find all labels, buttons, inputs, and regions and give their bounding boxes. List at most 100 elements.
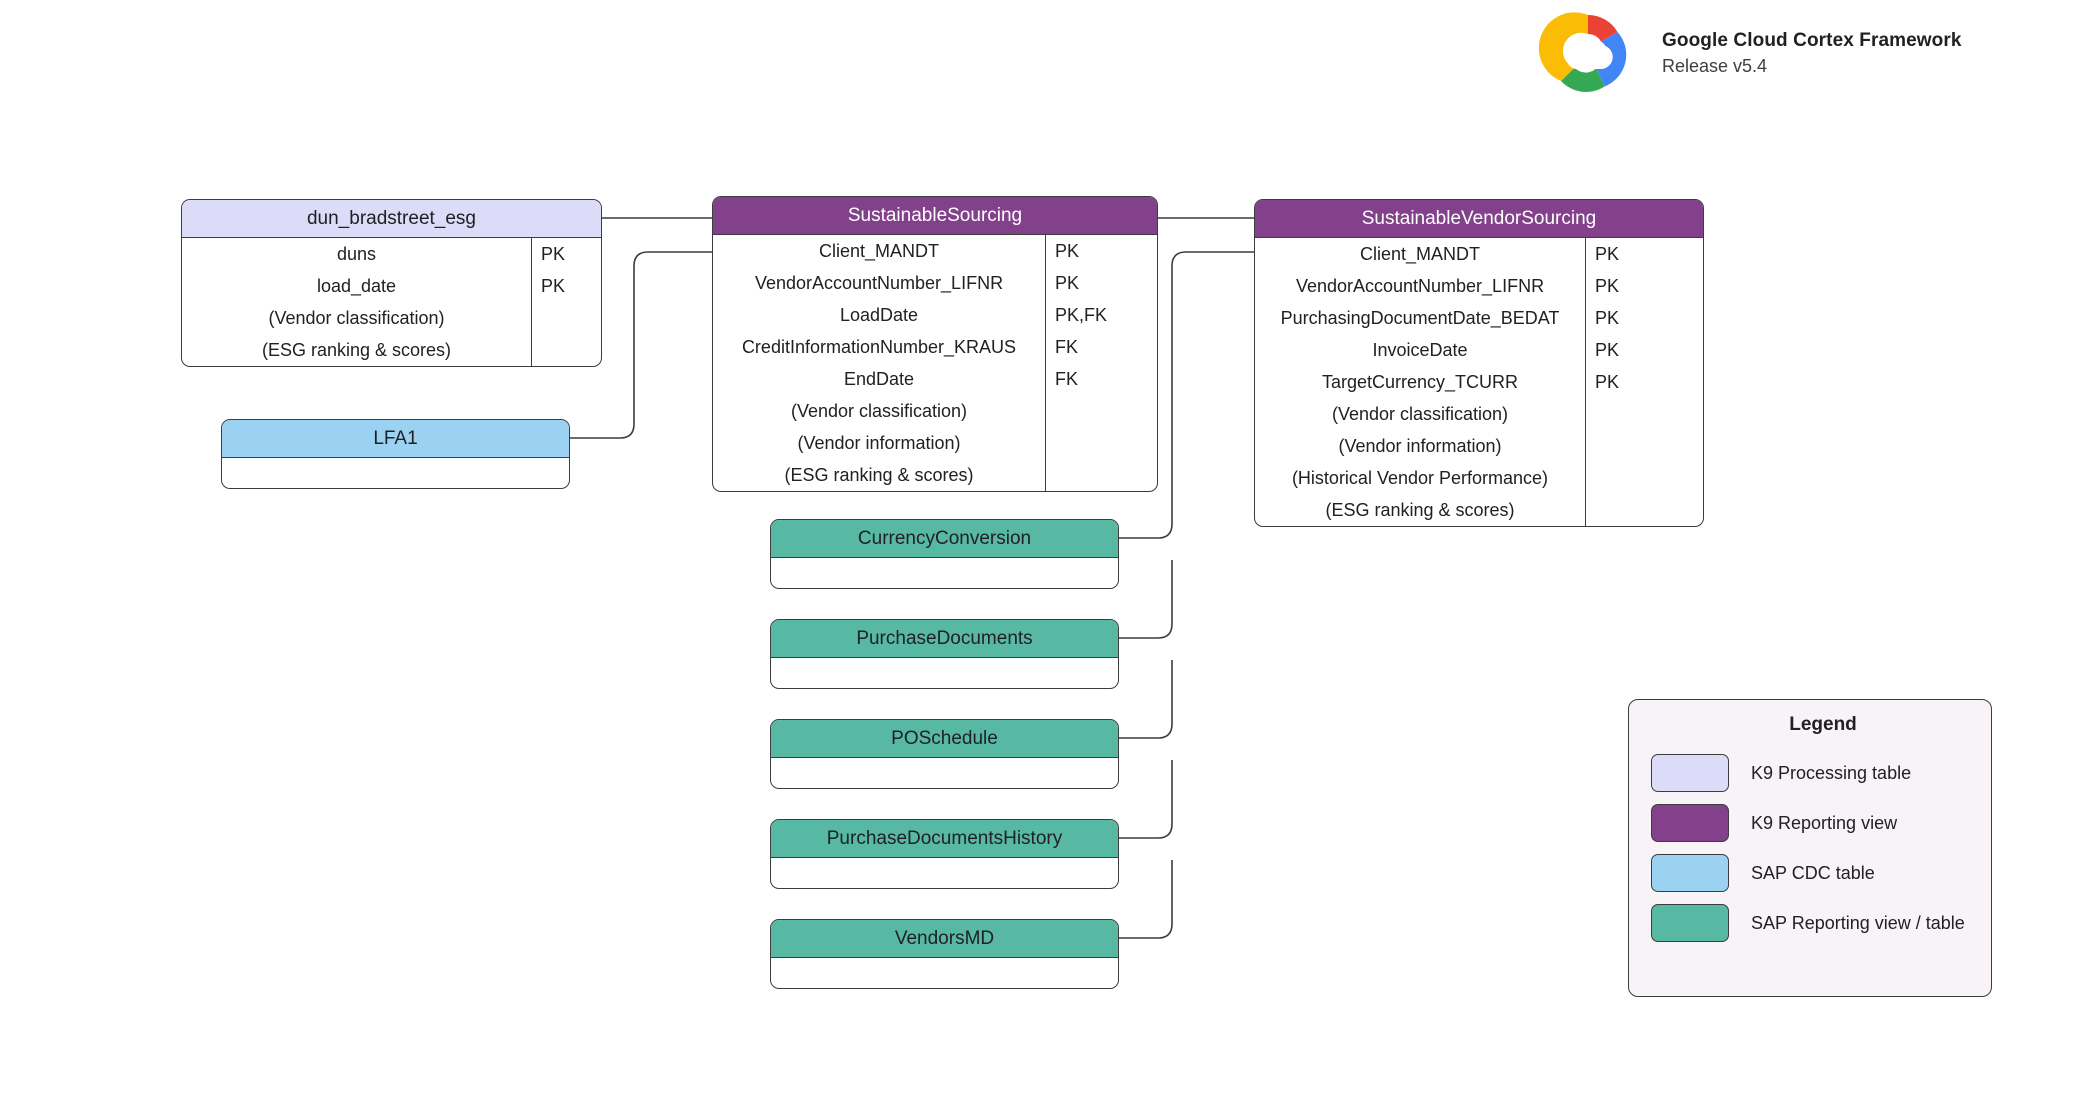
entity-field-row: (ESG ranking & scores) xyxy=(713,459,1157,491)
wire-purchasedocuments-to-bus xyxy=(1119,560,1173,639)
entity-header-title: CurrencyConversion xyxy=(771,520,1118,558)
field-key: PK xyxy=(1585,366,1703,398)
legend-swatch-k9-processing-table xyxy=(1651,754,1729,792)
entity-field-row: Client_MANDT PK xyxy=(1255,238,1703,270)
entity-field-row: PurchasingDocumentDate_BEDAT PK xyxy=(1255,302,1703,334)
entity-header-title: SustainableVendorSourcing xyxy=(1255,200,1703,238)
entity-header-title: PurchaseDocuments xyxy=(771,620,1118,658)
legend-item: K9 Processing table xyxy=(1629,748,1991,798)
entity-field-row: load_date PK xyxy=(182,270,601,302)
brand-header: Google Cloud Cortex Framework Release v5… xyxy=(1532,8,1962,98)
entity-field-row: duns PK xyxy=(182,238,601,270)
wire-purchasedocumentshistory-to-bus xyxy=(1119,760,1173,839)
field-key: PK xyxy=(531,238,601,270)
field-name: (Vendor information) xyxy=(1338,435,1502,456)
entity-field-row: (ESG ranking & scores) xyxy=(182,334,601,366)
legend-item: SAP CDC table xyxy=(1629,848,1991,898)
entity-field-list: Client_MANDT PK VendorAccountNumber_LIFN… xyxy=(713,235,1157,491)
field-key: PK xyxy=(1585,238,1703,270)
field-name: (Historical Vendor Performance) xyxy=(1291,467,1549,488)
legend-panel: Legend K9 Processing table K9 Reporting … xyxy=(1628,699,1992,997)
google-cloud-logo-icon xyxy=(1538,12,1627,92)
entity-vendors-md[interactable]: VendorsMD xyxy=(770,919,1119,989)
brand-title: Google Cloud Cortex Framework xyxy=(1662,30,1962,52)
entity-field-list xyxy=(771,858,1118,888)
brand-release: Release v5.4 xyxy=(1662,55,1768,76)
legend-swatch-sap-cdc-table xyxy=(1651,854,1729,892)
entity-po-schedule[interactable]: POSchedule xyxy=(770,719,1119,789)
entity-header-title: LFA1 xyxy=(222,420,569,458)
brand-text-block: Google Cloud Cortex Framework Release v5… xyxy=(1662,28,1962,78)
entity-sustainable-vendor-sourcing[interactable]: SustainableVendorSourcing Client_MANDT P… xyxy=(1254,199,1704,527)
field-key: FK xyxy=(1045,331,1157,363)
entity-field-list xyxy=(771,658,1118,688)
entity-field-row: TargetCurrency_TCURR PK xyxy=(1255,366,1703,398)
entity-field-row: (Vendor information) xyxy=(1255,430,1703,462)
legend-label: SAP CDC table xyxy=(1751,862,1875,883)
entity-header-title: POSchedule xyxy=(771,720,1118,758)
entity-field-row: VendorAccountNumber_LIFNR PK xyxy=(713,267,1157,299)
entity-field-list xyxy=(222,458,569,488)
entity-header-title: SustainableSourcing xyxy=(713,197,1157,235)
entity-field-row: EndDate FK xyxy=(713,363,1157,395)
entity-header-title: PurchaseDocumentsHistory xyxy=(771,820,1118,858)
entity-field-list: Client_MANDT PK VendorAccountNumber_LIFN… xyxy=(1255,238,1703,526)
field-name: CreditInformationNumber_KRAUS xyxy=(741,336,1017,357)
field-key xyxy=(1045,395,1157,427)
entity-purchase-documents-history[interactable]: PurchaseDocumentsHistory xyxy=(770,819,1119,889)
field-name: InvoiceDate xyxy=(1372,339,1468,360)
field-name: duns xyxy=(336,243,377,264)
entity-field-row: (Vendor classification) xyxy=(1255,398,1703,430)
legend-title: Legend xyxy=(1789,714,1857,735)
entity-field-row: (Vendor classification) xyxy=(713,395,1157,427)
field-key xyxy=(1045,427,1157,459)
legend-item: K9 Reporting view xyxy=(1629,798,1991,848)
field-name: VendorAccountNumber_LIFNR xyxy=(754,272,1004,293)
field-name: PurchasingDocumentDate_BEDAT xyxy=(1280,307,1560,328)
entity-lfa1[interactable]: LFA1 xyxy=(221,419,570,489)
entity-purchase-documents[interactable]: PurchaseDocuments xyxy=(770,619,1119,689)
legend-label: K9 Reporting view xyxy=(1751,812,1898,833)
legend-label: SAP Reporting view / table xyxy=(1751,912,1965,933)
field-key: PK,FK xyxy=(1045,299,1157,331)
field-name: (Vendor information) xyxy=(797,432,961,453)
field-key xyxy=(531,334,601,366)
field-key xyxy=(1045,459,1157,491)
entity-field-row: CreditInformationNumber_KRAUS FK xyxy=(713,331,1157,363)
field-name: load_date xyxy=(316,275,397,296)
entity-field-list xyxy=(771,558,1118,588)
entity-dun-bradstreet-esg[interactable]: dun_bradstreet_esg duns PK load_date PK … xyxy=(181,199,602,367)
field-name: (Vendor classification) xyxy=(790,400,968,421)
field-key xyxy=(1585,494,1703,526)
field-name: EndDate xyxy=(843,368,915,389)
field-key: FK xyxy=(1045,363,1157,395)
legend-item: SAP Reporting view / table xyxy=(1629,898,1991,948)
field-name: Client_MANDT xyxy=(818,240,940,261)
field-key: PK xyxy=(1045,267,1157,299)
field-name: VendorAccountNumber_LIFNR xyxy=(1295,275,1545,296)
field-name: Client_MANDT xyxy=(1359,243,1481,264)
legend-label: K9 Processing table xyxy=(1751,762,1912,783)
entity-header-title: dun_bradstreet_esg xyxy=(182,200,601,238)
legend-swatch-k9-reporting-view xyxy=(1651,804,1729,842)
entity-field-row: (Historical Vendor Performance) xyxy=(1255,462,1703,494)
entity-field-list: duns PK load_date PK (Vendor classificat… xyxy=(182,238,601,366)
entity-field-row: (Vendor information) xyxy=(713,427,1157,459)
entity-sustainable-sourcing[interactable]: SustainableSourcing Client_MANDT PK Vend… xyxy=(712,196,1158,492)
field-key xyxy=(1585,462,1703,494)
entity-field-row: Client_MANDT PK xyxy=(713,235,1157,267)
wire-vendorsmd-to-bus xyxy=(1119,860,1173,939)
entity-field-list xyxy=(771,758,1118,788)
entity-currency-conversion[interactable]: CurrencyConversion xyxy=(770,519,1119,589)
field-key: PK xyxy=(1045,235,1157,267)
field-name: (ESG ranking & scores) xyxy=(784,464,974,485)
field-name: (ESG ranking & scores) xyxy=(1325,499,1515,520)
field-key xyxy=(531,302,601,334)
entity-field-row: LoadDate PK,FK xyxy=(713,299,1157,331)
entity-field-row: (ESG ranking & scores) xyxy=(1255,494,1703,526)
entity-field-row: InvoiceDate PK xyxy=(1255,334,1703,366)
field-name: (ESG ranking & scores) xyxy=(261,339,452,360)
field-key: PK xyxy=(1585,302,1703,334)
field-name: (Vendor classification) xyxy=(1331,403,1509,424)
legend-swatch-sap-reporting-view-table xyxy=(1651,904,1729,942)
